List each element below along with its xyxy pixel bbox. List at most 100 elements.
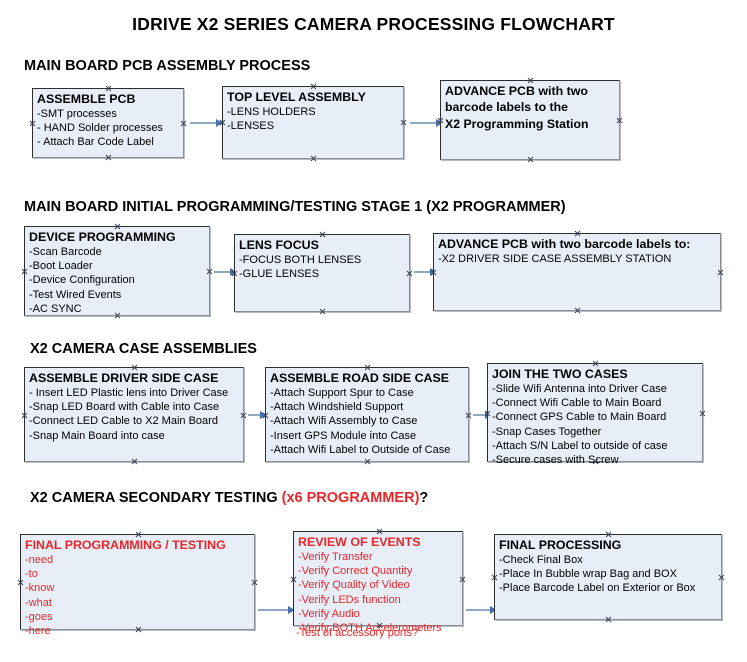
box-line: -Attach S/N Label to outside of case (492, 439, 668, 452)
connection-handle-top[interactable] (527, 77, 534, 84)
box-top-level-assembly[interactable]: TOP LEVEL ASSEMBLY -LENS HOLDERS -LENSES (222, 86, 404, 159)
box-title: FINAL PROCESSING (499, 538, 622, 552)
box-line: -FOCUS BOTH LENSES (239, 254, 362, 266)
box-title: REVIEW OF EVENTS (298, 535, 421, 549)
box-lens-focus[interactable]: LENS FOCUS -FOCUS BOTH LENSES -GLUE LENS… (234, 234, 410, 312)
box-advance-pcb-driver-side-station[interactable]: ADVANCE PCB with two barcode labels to: … (433, 233, 721, 311)
connection-handle-right[interactable] (180, 120, 187, 127)
connector-top-level-to-advance (410, 119, 443, 127)
box-line: -to (25, 568, 38, 581)
box-line: -Device Configuration (29, 274, 135, 287)
connection-handle-top[interactable] (310, 83, 317, 90)
section-heading-text: MAIN BOARD INITIAL PROGRAMMING/TESTING S… (24, 199, 566, 215)
connection-handle-left[interactable] (21, 268, 28, 275)
box-title: ADVANCE PCB with two barcode labels to: (438, 237, 691, 251)
box-line: -Insert GPS Module into Case (270, 429, 417, 442)
section-heading-pcb-assembly: MAIN BOARD PCB ASSEMBLY PROCESS (24, 58, 310, 74)
connection-handle-right[interactable] (206, 268, 213, 275)
box-line: -Attach Support Spur to Case (270, 387, 414, 399)
box-line: -GLUE LENSES (239, 268, 320, 281)
connection-handle-right[interactable] (251, 579, 258, 586)
connection-handle-bottom[interactable] (574, 307, 581, 314)
box-device-programming[interactable]: DEVICE PROGRAMMING -Scan Barcode -Boot L… (24, 226, 210, 316)
connection-handle-right[interactable] (717, 269, 724, 276)
connection-handle-top[interactable] (376, 528, 383, 535)
box-line: -Snap LED Board with Cable into Case (29, 401, 220, 414)
section-heading-trailer: ? (419, 490, 429, 506)
connection-handle-top[interactable] (364, 364, 371, 371)
connection-handle-right[interactable] (465, 412, 472, 419)
box-title: FINAL PROGRAMMING / TESTING (25, 538, 226, 552)
box-assemble-driver-side-case[interactable]: ASSEMBLE DRIVER SIDE CASE - Insert LED P… (24, 367, 244, 462)
box-line: - Insert LED Plastic lens into Driver Ca… (29, 387, 229, 399)
section-heading-accent: (x6 PROGRAMMER) (281, 490, 420, 506)
connection-handle-top[interactable] (592, 360, 599, 367)
box-review-of-events[interactable]: REVIEW OF EVENTS -Verify Transfer -Verif… (290, 528, 466, 634)
box-line: -Attach Wifi Assembly to Case (270, 415, 418, 428)
box-final-processing[interactable]: FINAL PROCESSING -Check Final Box -Place… (494, 534, 722, 620)
connection-handle-top[interactable] (135, 531, 142, 538)
section-heading-text: X2 CAMERA SECONDARY TESTING (30, 490, 282, 506)
page-title: IDRIVE X2 SERIES CAMERA PROCESSING FLOWC… (132, 14, 615, 34)
connection-handle-bottom[interactable] (364, 458, 371, 465)
connection-handle-left[interactable] (290, 576, 297, 583)
connection-handle-right[interactable] (240, 412, 247, 419)
box-line: barcode labels to the (445, 100, 568, 114)
connection-handle-left[interactable] (21, 412, 28, 419)
box-line: -what (25, 596, 52, 609)
box-line: -here (25, 625, 51, 638)
connection-handle-top[interactable] (574, 230, 581, 237)
box-line: -AC SYNC (29, 302, 82, 315)
box-join-the-two-cases[interactable]: JOIN THE TWO CASES -Slide Wifi Antenna i… (487, 360, 706, 466)
connection-handle-bottom[interactable] (319, 308, 326, 315)
connection-handle-bottom[interactable] (310, 155, 317, 162)
box-line: -Scan Barcode (29, 246, 102, 258)
connection-handle-bottom[interactable] (527, 156, 534, 163)
box-line: -Verify Correct Quantity (298, 565, 413, 578)
box-line: -Verify Transfer (298, 551, 373, 563)
section-heading-text: X2 CAMERA CASE ASSEMBLIES (30, 341, 257, 357)
box-line: - Attach Bar Code Label (37, 136, 154, 149)
box-final-programming-testing[interactable]: FINAL PROGRAMMING / TESTING -need -to -k… (17, 531, 258, 637)
connection-handle-right[interactable] (400, 119, 407, 126)
box-line: -Verify Audio (298, 607, 360, 620)
connector-device-to-lens-focus (214, 268, 237, 276)
box-line: X2 Programming Station (445, 116, 589, 131)
connection-handle-left[interactable] (17, 579, 24, 586)
connection-handle-top[interactable] (131, 364, 138, 371)
box-line: -Attach Windshield Support (270, 401, 404, 414)
connection-handle-right[interactable] (459, 576, 466, 583)
box-title: ASSEMBLE PCB (37, 92, 136, 106)
box-line: -Check Final Box (499, 554, 583, 566)
box-title: TOP LEVEL ASSEMBLY (227, 90, 366, 104)
connection-handle-left[interactable] (491, 574, 498, 581)
box-assemble-pcb[interactable]: ASSEMBLE PCB -SMT processes - HAND Solde… (32, 88, 184, 158)
connection-handle-top[interactable] (114, 223, 121, 230)
connection-handle-bottom[interactable] (131, 458, 138, 465)
box-line: -goes (25, 610, 53, 623)
box-line: -Verify LEDs function (298, 593, 401, 606)
box-line: -Snap Cases Together (492, 425, 602, 438)
connector-final-programming-to-review (258, 606, 295, 614)
box-line: -Slide Wifi Antenna into Driver Case (492, 383, 667, 395)
box-assemble-road-side-case[interactable]: ASSEMBLE ROAD SIDE CASE -Attach Support … (265, 367, 469, 462)
connection-handle-right[interactable] (718, 574, 725, 581)
connection-handle-right[interactable] (699, 410, 706, 417)
connection-handle-top[interactable] (605, 531, 612, 538)
connection-handle-left[interactable] (29, 120, 36, 127)
box-title: ASSEMBLE DRIVER SIDE CASE (29, 371, 219, 385)
box-line-overflow: -Test of accessory ports? (296, 627, 419, 639)
section-heading-case-assemblies: X2 CAMERA CASE ASSEMBLIES (30, 341, 257, 357)
connection-handle-bottom[interactable] (105, 154, 112, 161)
box-title: DEVICE PROGRAMMING (29, 230, 176, 244)
connection-handle-top[interactable] (105, 85, 112, 92)
connection-handle-right[interactable] (406, 270, 413, 277)
connection-handle-top[interactable] (319, 231, 326, 238)
box-line: -Place In Bubble wrap Bag and BOX (499, 568, 677, 581)
box-line: -need (25, 554, 54, 566)
box-advance-pcb-programming-station[interactable]: ADVANCE PCB with two barcode labels to t… (440, 80, 620, 160)
connector-driver-case-to-road-case (248, 411, 267, 419)
connection-handle-bottom[interactable] (605, 616, 612, 623)
connection-handle-right[interactable] (616, 117, 623, 124)
box-line: -X2 DRIVER SIDE CASE ASSEMBLY STATION (438, 253, 672, 265)
